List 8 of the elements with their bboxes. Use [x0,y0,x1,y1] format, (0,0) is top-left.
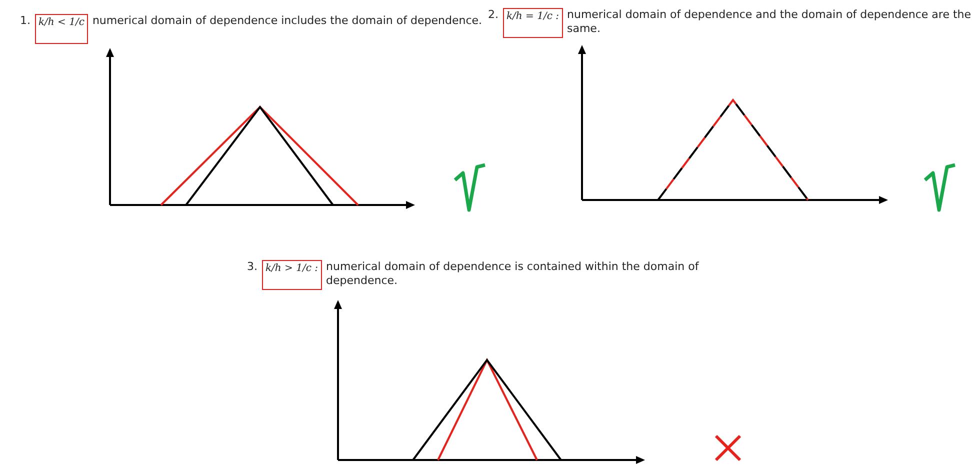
list-number: 1. [20,14,30,28]
list-number: 2. [488,8,498,22]
description-text: numerical domain of dependence and the domain of dependence are the same. [567,8,972,36]
list-number: 3. [247,260,258,274]
math-condition: k/h > 1/c : [262,260,322,290]
math-condition: k/h < 1/c [34,14,88,44]
math-condition: k/h = 1/c : [502,8,563,38]
description-text: numerical domain of dependence is contained within the domain of dependence. [326,260,700,288]
